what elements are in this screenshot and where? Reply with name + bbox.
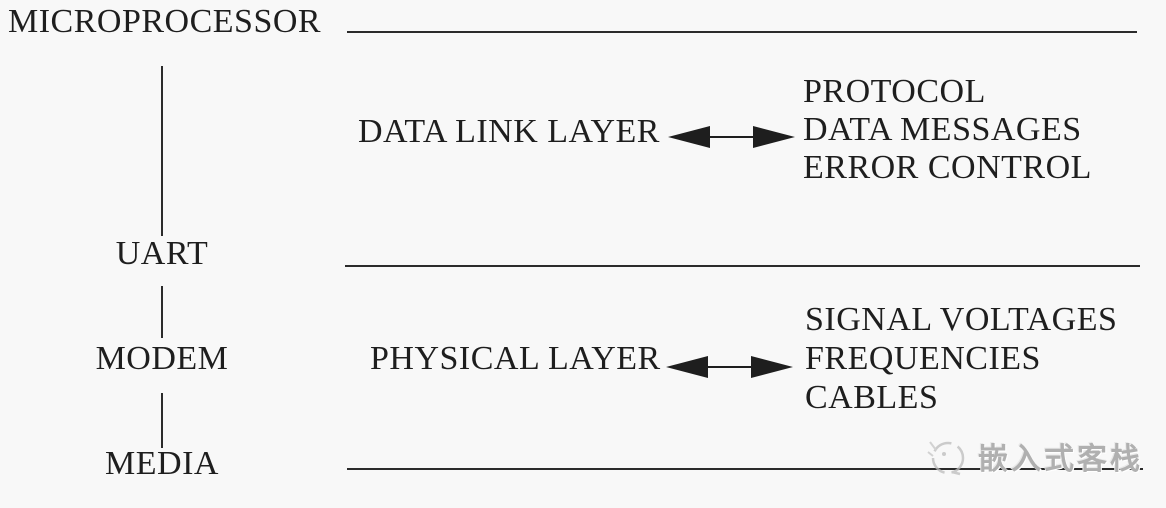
data-link-attributes: PROTOCOL DATA MESSAGES ERROR CONTROL — [803, 73, 1092, 187]
connector-uart-modem — [161, 286, 163, 338]
watermark-text: 嵌入式客栈 — [978, 442, 1143, 477]
attribute-frequencies: FREQUENCIES — [805, 340, 1041, 377]
layer-boundary-middle — [345, 265, 1140, 267]
connector-microprocessor-uart — [161, 66, 163, 236]
watermark: 嵌入式客栈 — [922, 432, 1143, 480]
stack-label-microprocessor: MICROPROCESSOR — [8, 3, 322, 40]
stack-label-media: MEDIA — [105, 445, 219, 482]
layer-boundary-top — [347, 31, 1137, 33]
connector-modem-media — [161, 393, 163, 448]
stack-label-uart: UART — [115, 235, 209, 272]
physical-attributes: SIGNAL VOLTAGES FREQUENCIES CABLES — [805, 300, 1117, 417]
layer-name-data-link: DATA LINK LAYER — [358, 113, 660, 150]
brand-logo-icon — [927, 441, 965, 476]
attribute-cables: CABLES — [805, 379, 939, 416]
double-arrow-icon — [666, 356, 793, 378]
double-arrow-icon — [668, 126, 795, 148]
layer-boundary-bottom — [347, 468, 1143, 470]
stack-label-modem: MODEM — [95, 340, 229, 377]
attribute-error-control: ERROR CONTROL — [803, 149, 1092, 186]
layer-name-physical: PHYSICAL LAYER — [370, 340, 661, 377]
attribute-data-messages: DATA MESSAGES — [803, 111, 1082, 148]
attribute-protocol: PROTOCOL — [803, 73, 986, 110]
attribute-signal-voltages: SIGNAL VOLTAGES — [805, 301, 1118, 338]
